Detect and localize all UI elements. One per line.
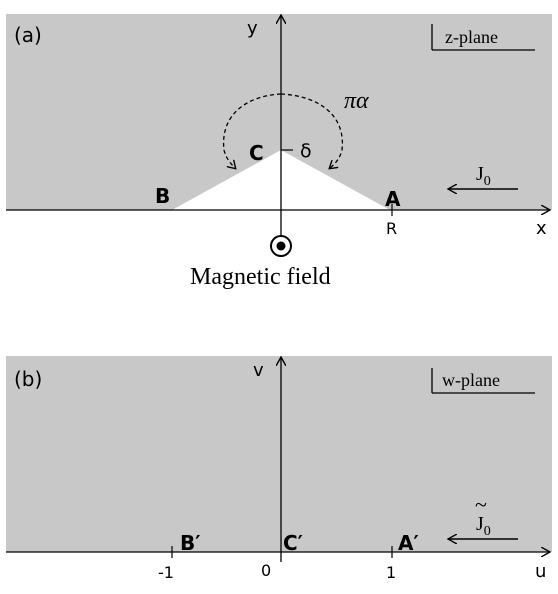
point-b-prime-label: B′ (180, 531, 201, 555)
point-c-label: C (249, 141, 264, 165)
w-plane-label: w-plane (442, 370, 500, 390)
point-a-prime-label: A′ (398, 531, 419, 555)
angle-arc-left (222, 93, 282, 168)
delta-label: δ (300, 140, 312, 162)
angle-label: πα (344, 88, 369, 114)
tick-plus-1-label: 1 (386, 563, 396, 582)
point-b-label: B (155, 184, 170, 208)
x-axis-label: x (536, 218, 547, 239)
tick-0-label: 0 (261, 561, 271, 580)
z-plane-label: z-plane (445, 27, 498, 47)
magnetic-field-caption: Magnetic field (190, 264, 331, 290)
panel-a-label: (a) (14, 23, 42, 47)
current-j0-label: J0 (476, 163, 491, 189)
panel-b-shaded-region (6, 356, 552, 552)
tick-minus-1-label: -1 (158, 563, 174, 582)
magnetic-field-symbol (270, 235, 292, 257)
point-a-label: A (385, 187, 401, 211)
y-axis-label: y (247, 18, 258, 39)
current-j0-tilde-label: J0 (476, 513, 491, 539)
u-axis-label: u (535, 561, 546, 582)
current-j0-tilde-mark: ~ (475, 492, 487, 517)
panel-a: (a) z-plane y x C δ πα B A R J0 Magnetic… (6, 14, 552, 290)
panel-b: (b) w-plane v u B′ C′ A′ -1 0 1 ~ J0 (6, 356, 552, 582)
panel-b-label: (b) (14, 367, 42, 391)
angle-arc-right (280, 93, 344, 168)
point-c-prime-label: C′ (283, 531, 303, 555)
v-axis-label: v (253, 360, 264, 381)
current-j0-arrow: J0 (449, 163, 518, 189)
current-j0-tilde-arrow: ~ J0 (449, 492, 518, 539)
r-tick-label: R (386, 219, 397, 238)
